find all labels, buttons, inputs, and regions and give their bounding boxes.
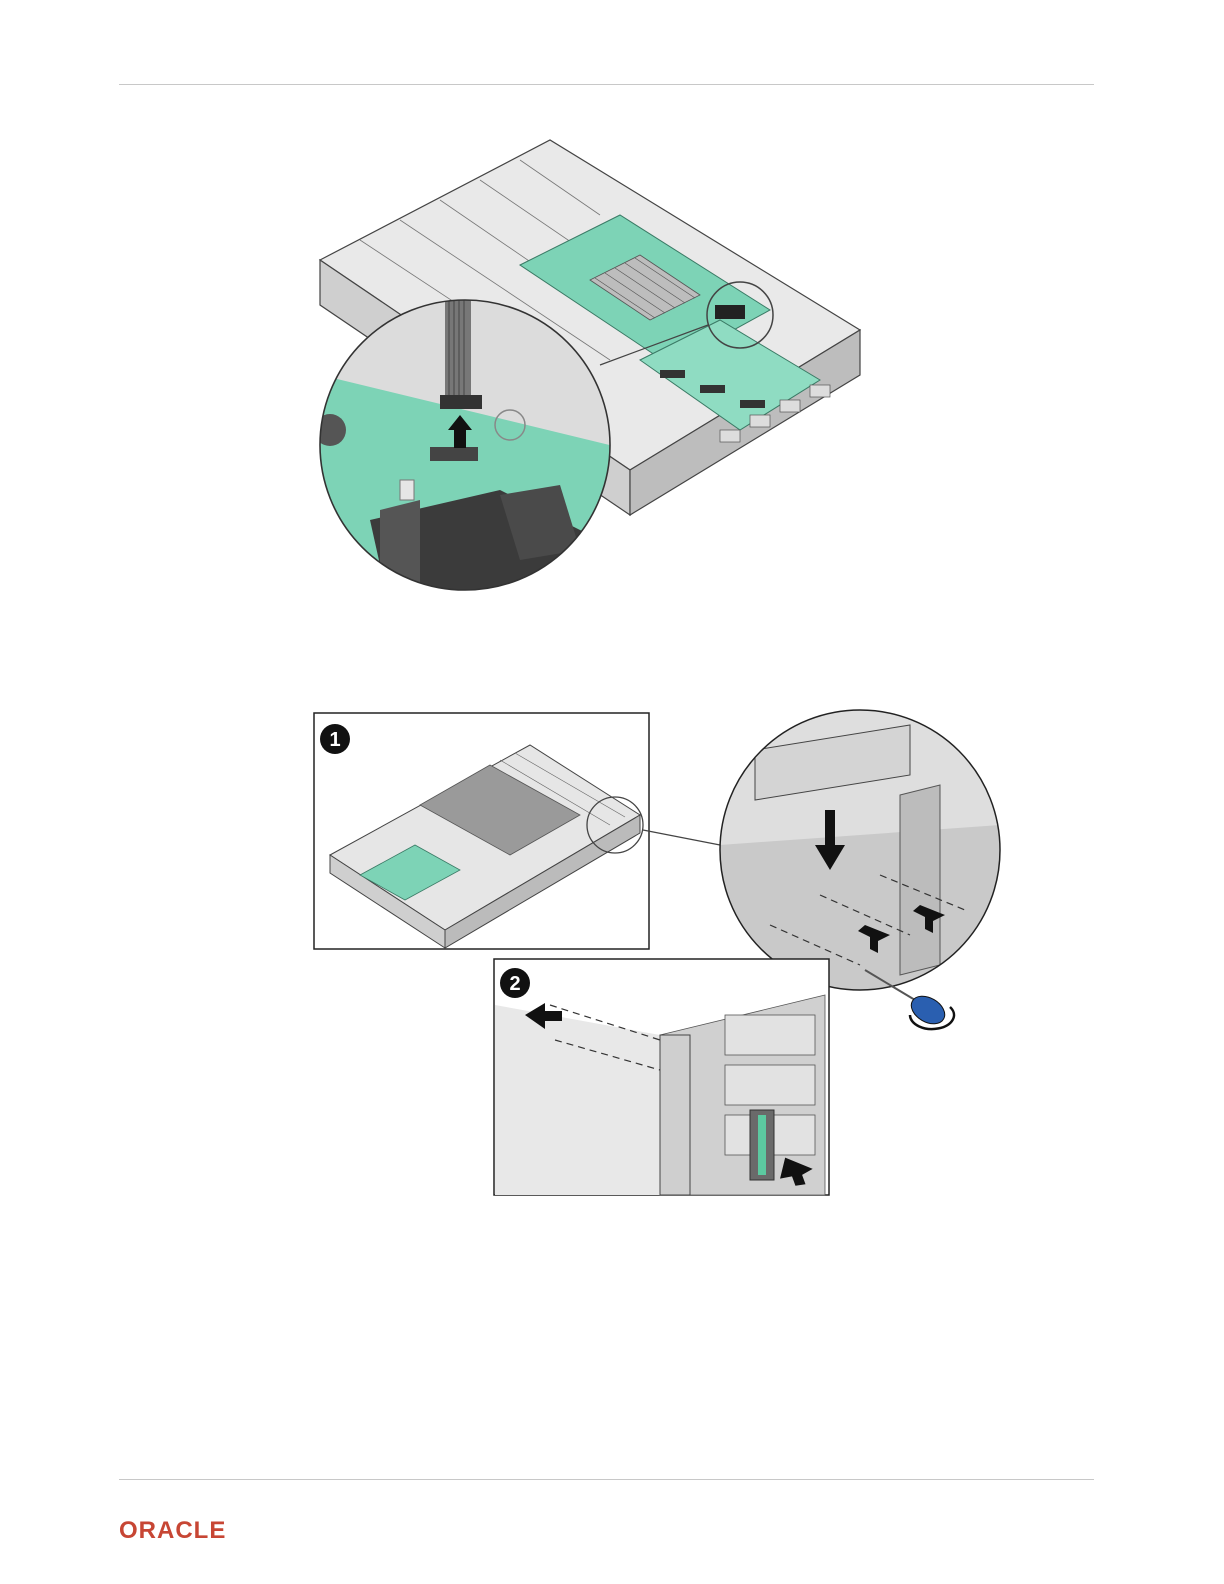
oracle-logo-text: ORACLE xyxy=(119,1517,226,1542)
step-2-number: 2 xyxy=(509,973,520,995)
oracle-logo: ORACLE xyxy=(119,1516,259,1542)
header-rule xyxy=(119,84,1094,85)
step-1-number: 1 xyxy=(329,729,340,751)
server-cable-disconnect-illustration xyxy=(300,130,880,595)
led-indicator-removal-illustration: 1 xyxy=(300,705,1010,1200)
footer-rule xyxy=(119,1479,1094,1480)
